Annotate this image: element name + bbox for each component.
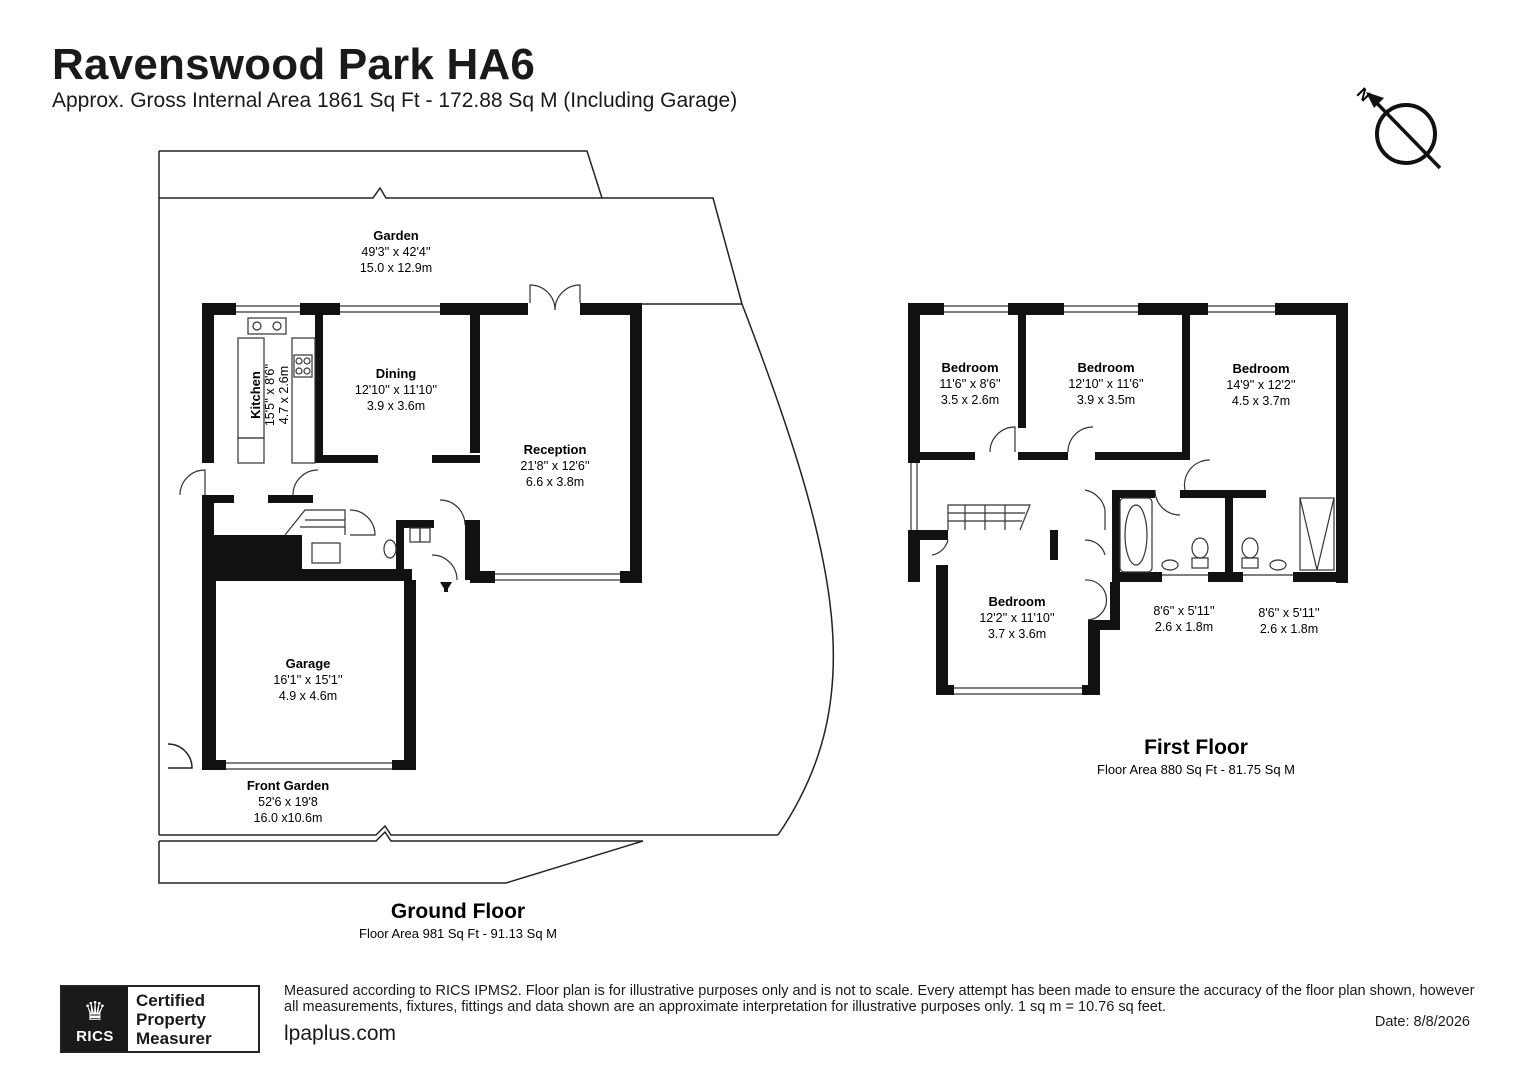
rics-mark-text: RICS xyxy=(76,1028,114,1045)
garden-outline xyxy=(158,150,835,884)
disclaimer-text: Measured according to RICS IPMS2. Floor … xyxy=(284,983,1475,1015)
kitchen-label: Kitchen xyxy=(248,371,263,419)
bedroom-4-label: Bedroom xyxy=(988,594,1045,609)
page-subtitle: Approx. Gross Internal Area 1861 Sq Ft -… xyxy=(52,89,738,112)
dining-metric: 3.9 x 3.6m xyxy=(367,399,425,413)
bedroom-3-imperial: 14'9'' x 12'2'' xyxy=(1226,378,1295,392)
bathroom-2-metric: 2.6 x 1.8m xyxy=(1260,622,1318,636)
front-garden-metric: 16.0 x10.6m xyxy=(254,811,323,825)
garage-label: Garage xyxy=(286,656,331,671)
certified-property-measurer: Certified Property Measurer xyxy=(128,987,258,1051)
logo-line-1: Certified xyxy=(136,991,205,1010)
first-floor-area: Floor Area 880 Sq Ft - 81.75 Sq M xyxy=(1097,762,1295,777)
ground-floor-walls xyxy=(202,303,642,770)
bedroom-3-metric: 4.5 x 3.7m xyxy=(1232,394,1290,408)
first-floor-walls xyxy=(908,303,1348,695)
first-floor-fixtures xyxy=(910,305,1335,695)
garden-metric: 15.0 x 12.9m xyxy=(360,261,432,275)
bedroom-2-imperial: 12'10'' x 11'6'' xyxy=(1068,377,1143,391)
front-garden-label: Front Garden xyxy=(247,778,329,793)
bedroom-4-imperial: 12'2'' x 11'10'' xyxy=(979,611,1054,625)
reception-imperial: 21'8'' x 12'6'' xyxy=(520,459,589,473)
bedroom-1-metric: 3.5 x 2.6m xyxy=(941,393,999,407)
plan-date: Date: 8/8/2026 xyxy=(1374,1014,1470,1030)
front-garden-imperial: 52'6 x 19'8 xyxy=(258,795,318,809)
bedroom-2-metric: 3.9 x 3.5m xyxy=(1077,393,1135,407)
garden-label: Garden xyxy=(373,228,419,243)
reception-metric: 6.6 x 3.8m xyxy=(526,475,584,489)
ground-floor-fixtures xyxy=(179,284,620,770)
kitchen-metric: 4.7 x 2.6m xyxy=(277,366,291,424)
logo-line-3: Measurer xyxy=(136,1029,212,1048)
ground-floor-area: Floor Area 981 Sq Ft - 91.13 Sq M xyxy=(359,926,557,941)
kitchen-imperial: 15'5'' x 8'6'' xyxy=(263,364,277,426)
page-title: Ravenswood Park HA6 xyxy=(52,40,536,89)
garden-imperial: 49'3'' x 42'4'' xyxy=(361,245,430,259)
logo-line-2: Property xyxy=(136,1010,206,1029)
rics-lion-icon: ♛ RICS xyxy=(62,987,128,1051)
bedroom-3-label: Bedroom xyxy=(1232,361,1289,376)
dining-imperial: 12'10'' x 11'10'' xyxy=(355,383,437,397)
bedroom-4-metric: 3.7 x 3.6m xyxy=(988,627,1046,641)
website-link[interactable]: lpaplus.com xyxy=(284,1022,397,1045)
compass-icon: N xyxy=(1353,85,1442,170)
compass-north-label: N xyxy=(1353,85,1373,105)
bedroom-1-imperial: 11'6'' x 8'6'' xyxy=(939,377,1000,391)
bathroom-1-imperial: 8'6'' x 5'11'' xyxy=(1153,604,1214,618)
ground-floor-title: Ground Floor xyxy=(391,900,525,923)
bedroom-1-label: Bedroom xyxy=(941,360,998,375)
ground-floor-arrows xyxy=(440,582,452,592)
garage-metric: 4.9 x 4.6m xyxy=(279,689,337,703)
rics-logo: ♛ RICS Certified Property Measurer xyxy=(60,985,260,1053)
garage-imperial: 16'1'' x 15'1'' xyxy=(273,673,342,687)
bedroom-2-label: Bedroom xyxy=(1077,360,1134,375)
bathroom-2-imperial: 8'6'' x 5'11'' xyxy=(1258,606,1319,620)
first-floor-title: First Floor xyxy=(1144,736,1248,759)
dining-label: Dining xyxy=(376,366,416,381)
reception-label: Reception xyxy=(524,442,587,457)
bathroom-1-metric: 2.6 x 1.8m xyxy=(1155,620,1213,634)
